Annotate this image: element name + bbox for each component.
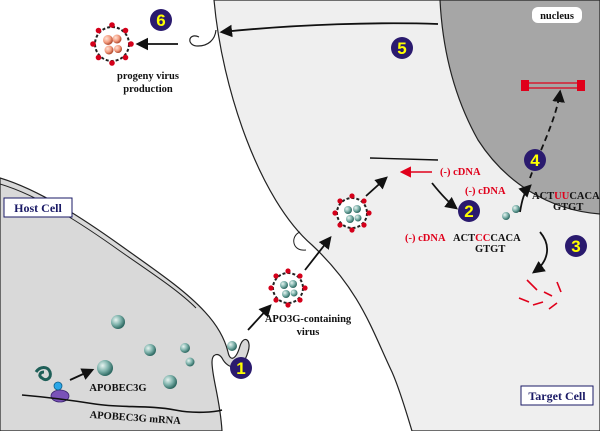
edited-seq-bottom: GTGT bbox=[553, 202, 583, 213]
progeny-virion bbox=[90, 22, 134, 66]
step-6: 6 bbox=[150, 9, 172, 31]
svg-text:2: 2 bbox=[464, 202, 473, 221]
apobec3g-proteins bbox=[97, 315, 237, 389]
virion-entering bbox=[332, 193, 372, 233]
apobec3g-label: APOBEC3G bbox=[89, 383, 146, 394]
arrow-to-integration-dashed bbox=[529, 89, 565, 179]
original-seq-bottom: GTGT bbox=[475, 244, 505, 255]
host-cell-body bbox=[0, 177, 250, 431]
cdna-label-top: (-) cDNA bbox=[440, 167, 481, 178]
host-cell-label: Host Cell bbox=[14, 201, 62, 215]
arrow-to-edited bbox=[518, 184, 532, 213]
degraded-cdna-fragments bbox=[518, 279, 562, 310]
cdna-label-low: (-) cDNA bbox=[405, 233, 446, 244]
host-cell-label-box: Host Cell bbox=[3, 197, 73, 218]
nucleus bbox=[439, 0, 600, 215]
original-seq-top: ACTCCCACA bbox=[453, 233, 521, 244]
apo3g-virus-label-1: APO3G-containing bbox=[265, 314, 352, 325]
step-2: 2 bbox=[458, 200, 480, 222]
arrow-to-apobec3g bbox=[69, 368, 95, 381]
svg-text:4: 4 bbox=[530, 151, 540, 170]
svg-text:1: 1 bbox=[236, 359, 245, 378]
cdna-label-mid: (-) cDNA bbox=[465, 186, 506, 197]
target-cell-label-box: Target Cell bbox=[520, 385, 594, 406]
progeny-label-1: progeny virus bbox=[117, 71, 179, 82]
arrow-nucleus-to-membrane bbox=[219, 22, 439, 38]
nucleus-label-box: nucleus bbox=[532, 7, 582, 23]
progeny-label-2: production bbox=[123, 84, 173, 95]
apobec3g-target-1 bbox=[502, 212, 510, 220]
svg-text:5: 5 bbox=[397, 39, 406, 58]
step-4: 4 bbox=[524, 149, 546, 171]
arrow-to-step2 bbox=[431, 182, 459, 210]
apo3g-virus-label-2: virus bbox=[297, 327, 320, 338]
viral-rna bbox=[369, 157, 439, 161]
arrow-to-degradation bbox=[531, 231, 548, 274]
membrane-bud bbox=[189, 29, 217, 47]
target-cell-label: Target Cell bbox=[528, 389, 586, 403]
step-5: 5 bbox=[391, 37, 413, 59]
integrated-provirus bbox=[521, 80, 585, 91]
nucleus-label: nucleus bbox=[540, 11, 574, 22]
edited-seq-top: ACTUUCACA bbox=[532, 191, 600, 202]
arrow-virion-to-target bbox=[304, 236, 332, 271]
virion-apo3g bbox=[268, 268, 308, 308]
svg-text:3: 3 bbox=[571, 237, 580, 256]
membrane-pocket bbox=[293, 231, 307, 251]
apobec3g-target-2 bbox=[512, 205, 520, 213]
step-1: 1 bbox=[230, 357, 252, 379]
arrow-bud-to-virion bbox=[247, 304, 272, 331]
svg-text:6: 6 bbox=[156, 11, 165, 30]
step-3: 3 bbox=[565, 235, 587, 257]
arrow-to-uncoating bbox=[365, 176, 388, 197]
mrna-strand bbox=[21, 394, 223, 414]
